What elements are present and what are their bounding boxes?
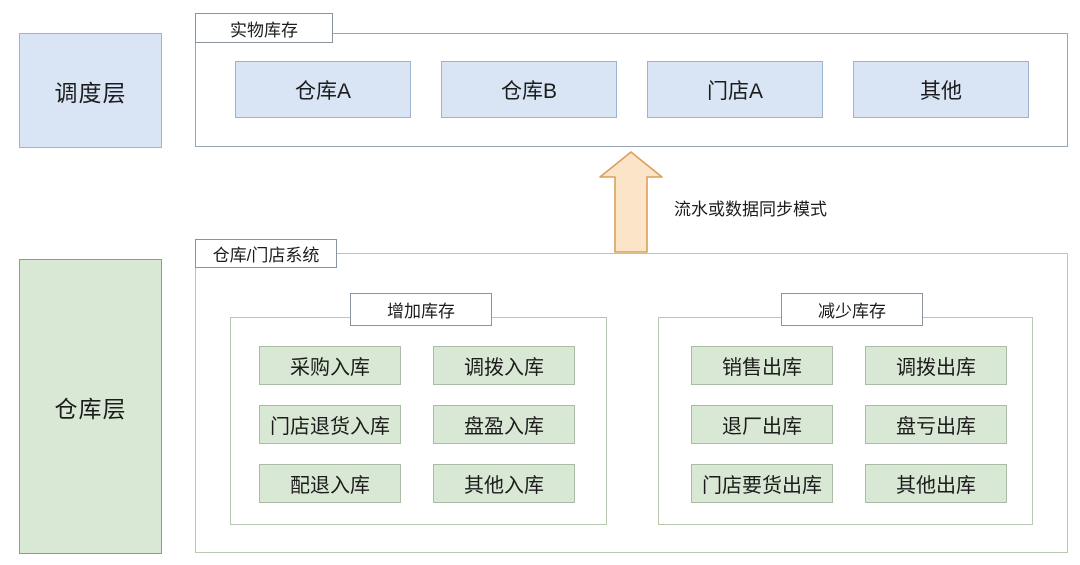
increase-inventory-group: 采购入库 调拨入库 门店退货入库 盘盈入库 配退入库 其他入库 [230, 317, 607, 525]
item-allocation-return-inbound: 配退入库 [259, 464, 401, 503]
item-purchase-inbound: 采购入库 [259, 346, 401, 385]
scheduling-layer-box: 调度层 [19, 33, 162, 148]
item-store-return-inbound: 门店退货入库 [259, 405, 401, 444]
decrease-inventory-title: 减少库存 [781, 293, 923, 326]
item-factory-return-outbound: 退厂出库 [691, 405, 833, 444]
decrease-inventory-group: 销售出库 调拨出库 退厂出库 盘亏出库 门店要货出库 其他出库 [658, 317, 1033, 525]
item-transfer-inbound: 调拨入库 [433, 346, 575, 385]
item-surplus-inbound: 盘盈入库 [433, 405, 575, 444]
increase-inventory-title: 增加库存 [350, 293, 492, 326]
physical-inventory-node-row: 仓库A 仓库B 门店A 其他 [235, 61, 1029, 118]
item-shortage-outbound: 盘亏出库 [865, 405, 1007, 444]
physical-inventory-title: 实物库存 [195, 13, 333, 43]
warehouse-layer-box: 仓库层 [19, 259, 162, 554]
item-other-inbound: 其他入库 [433, 464, 575, 503]
item-store-request-outbound: 门店要货出库 [691, 464, 833, 503]
sync-arrow-label: 流水或数据同步模式 [674, 200, 827, 219]
node-warehouse-a: 仓库A [235, 61, 411, 118]
item-sales-outbound: 销售出库 [691, 346, 833, 385]
up-arrow-icon [599, 151, 663, 253]
item-other-outbound: 其他出库 [865, 464, 1007, 503]
item-transfer-outbound: 调拨出库 [865, 346, 1007, 385]
node-warehouse-b: 仓库B [441, 61, 617, 118]
warehouse-store-system-title: 仓库/门店系统 [195, 239, 337, 268]
node-store-a: 门店A [647, 61, 823, 118]
node-other: 其他 [853, 61, 1029, 118]
